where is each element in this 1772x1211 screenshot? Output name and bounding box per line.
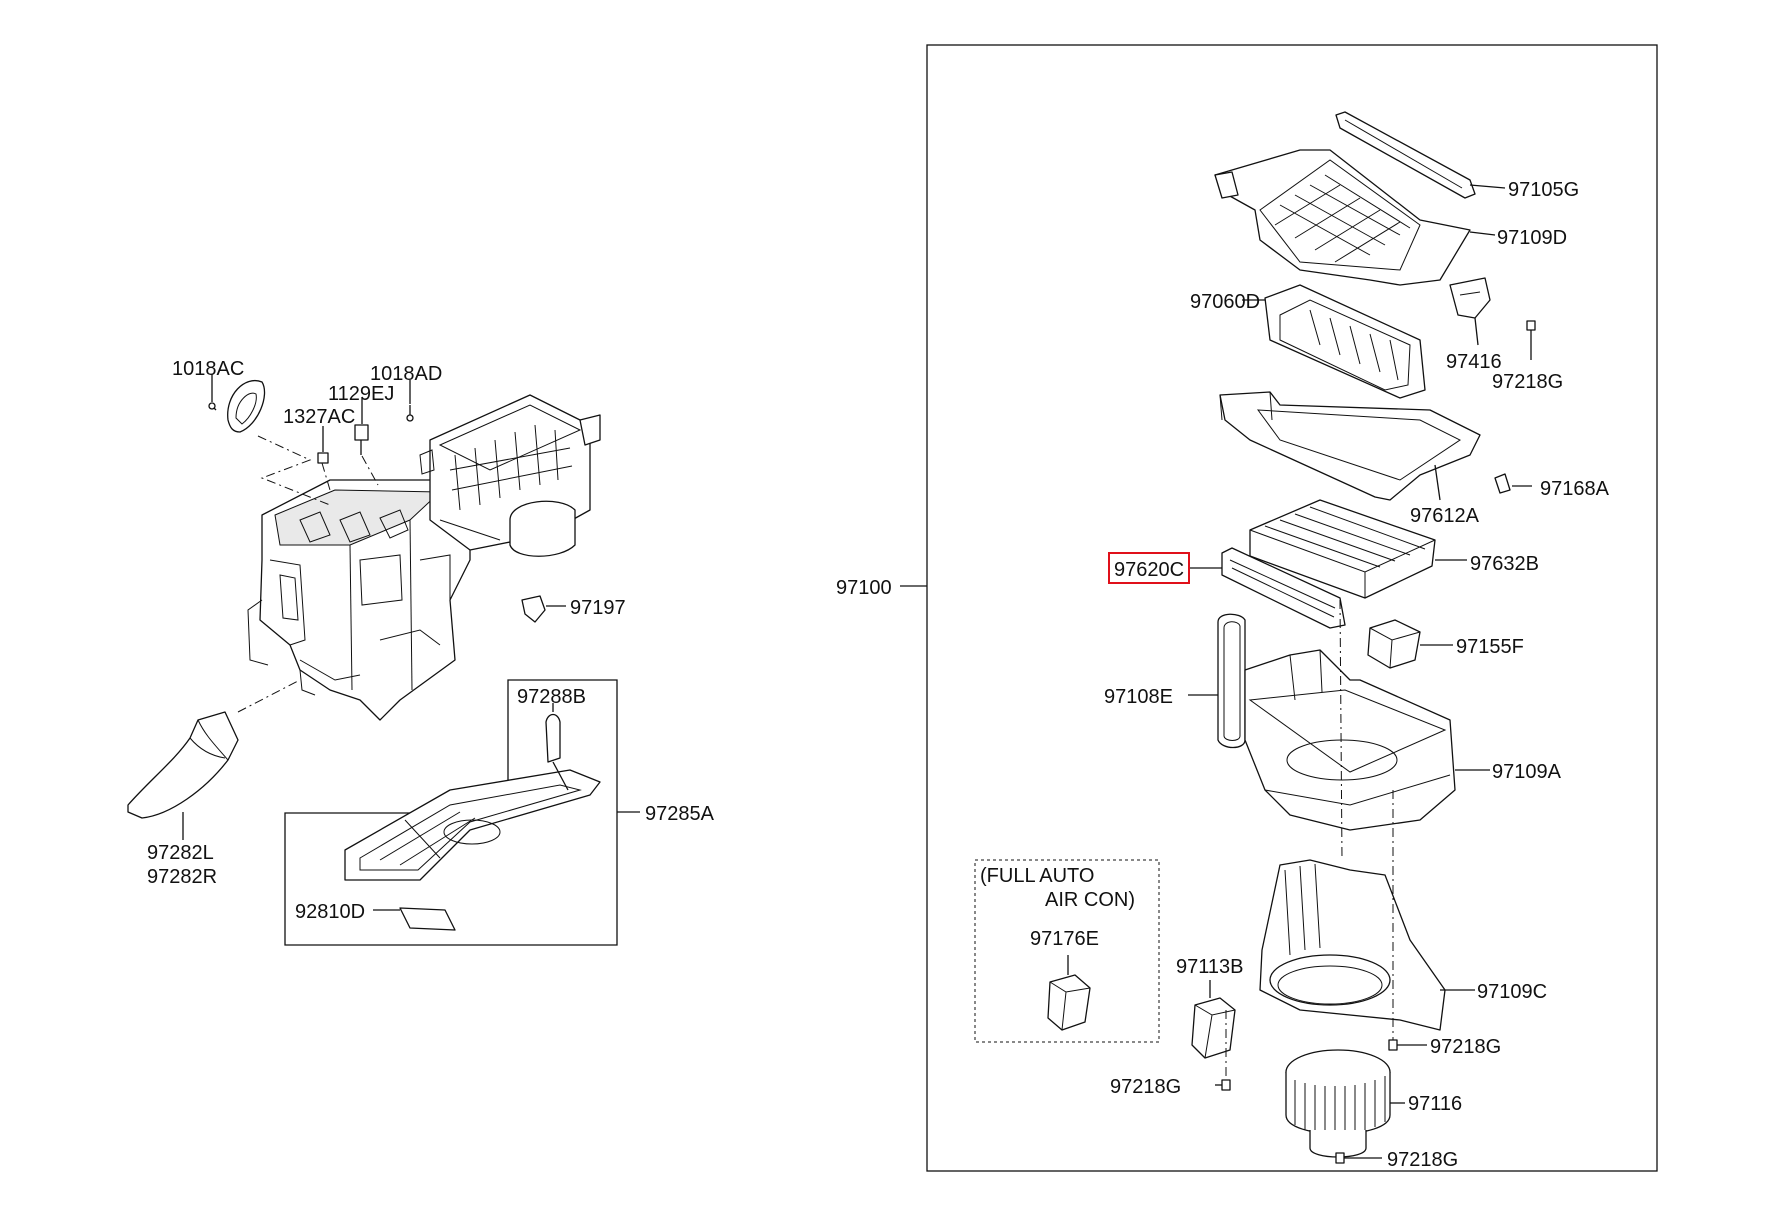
label-1018ad: 1018AD [370,363,442,385]
label-97285a: 97285A [645,803,715,825]
label-97632b: 97632B [1470,553,1539,575]
label-97109c: 97109C [1477,981,1547,1003]
label-97218g-b: 97218G [1430,1036,1501,1058]
label-97612a: 97612A [1410,505,1480,527]
label-97176e: 97176E [1030,928,1099,950]
group-box-97285a [284,679,640,946]
label-1327ac: 1327AC [283,406,355,428]
label-97197: 97197 [570,597,626,619]
part-labels: 1018AC 1018AD 1129EJ 1327AC 97197 97288B… [147,179,1610,1171]
label-1129ej: 1129EJ [328,383,394,405]
hvac-module-assembly [247,394,601,721]
label-97218g-a: 97218G [1492,371,1563,393]
label-97108e: 97108E [1104,686,1173,708]
label-97105g: 97105G [1508,179,1579,201]
label-97218g-c: 97218G [1110,1076,1181,1098]
label-97100: 97100 [836,577,892,599]
label-full-auto-2: AIR CON) [1045,889,1135,911]
label-97109a: 97109A [1492,761,1562,783]
label-97620c: 97620C [1114,559,1184,581]
label-97168a: 97168A [1540,478,1610,500]
label-97288b: 97288B [517,686,586,708]
duct-97282 [127,711,239,840]
left-hardware [208,374,566,713]
label-97282r: 97282R [147,866,217,888]
label-92810d: 92810D [295,901,365,923]
label-97282l: 97282L [147,842,214,864]
label-97116: 97116 [1408,1093,1462,1115]
label-97218g-d: 97218G [1387,1149,1458,1171]
label-full-auto-1: (FULL AUTO [980,865,1094,887]
label-1018ac: 1018AC [172,358,244,380]
label-97416: 97416 [1446,351,1502,373]
label-97155f: 97155F [1456,636,1524,658]
label-97109d: 97109D [1497,227,1567,249]
label-97113b: 97113B [1176,956,1243,978]
exploded-view-97100 [900,44,1658,1172]
label-97060d: 97060D [1190,291,1260,313]
